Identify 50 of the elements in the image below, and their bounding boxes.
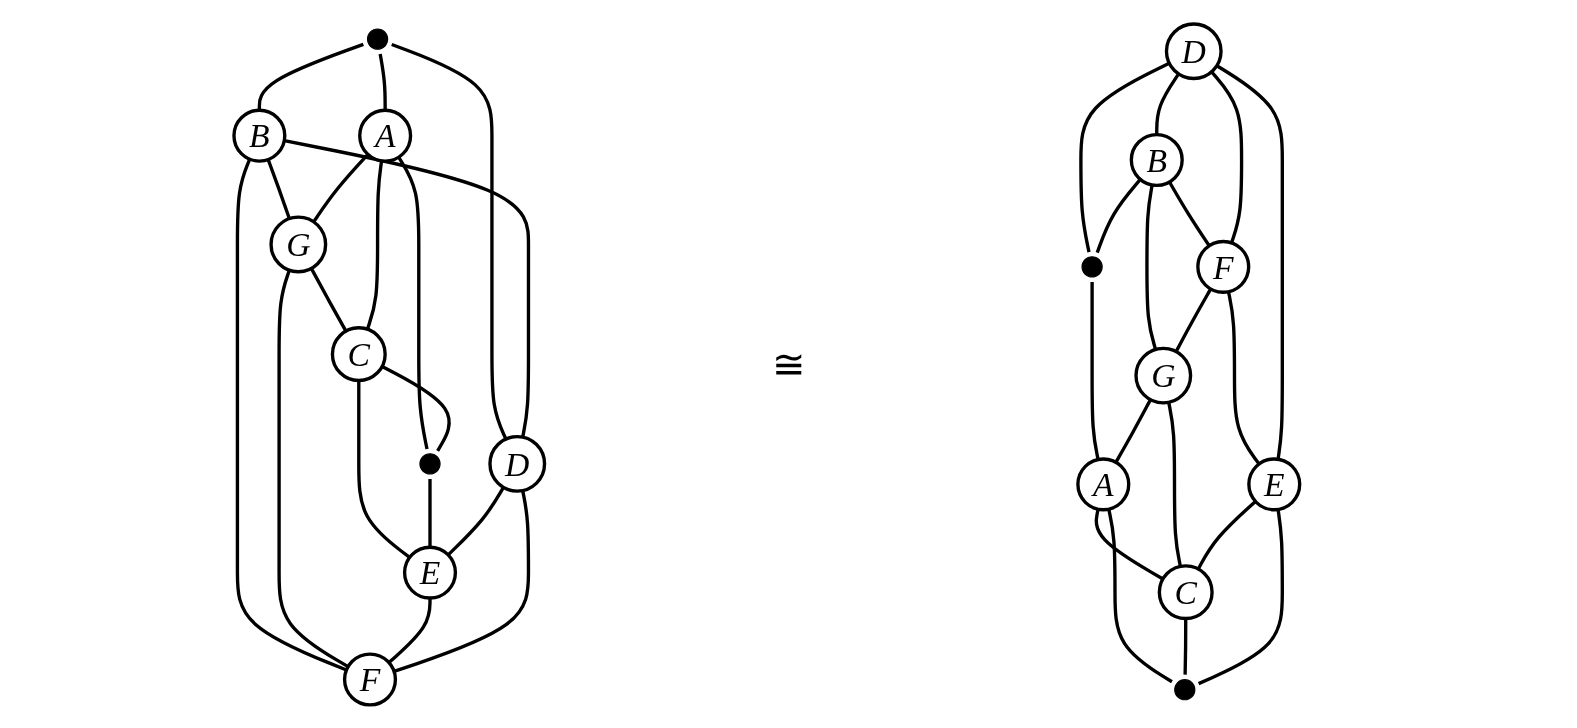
connector [235,158,347,672]
connector [1090,281,1100,460]
junction-dot [418,452,441,475]
vertex-circle: A [1076,456,1131,512]
connector [365,160,383,330]
connector [378,53,387,110]
junction-dot [1174,678,1196,700]
connector [266,158,291,219]
vertex-circle: F [1196,239,1251,294]
connector [356,380,411,559]
connector [1167,180,1211,247]
connector [309,267,347,332]
connector [1174,287,1213,352]
vertex-circle: D [487,434,546,493]
connector [1196,499,1257,570]
connector [1114,398,1152,463]
vertex-circle: C [1157,563,1214,620]
junction-dot [366,28,388,50]
connector [380,364,451,452]
connector [1106,508,1173,683]
vertex-circle: E [1247,456,1302,512]
connector [1154,72,1180,135]
vertex-circle: D [1164,21,1223,80]
vertex-circle: F [342,651,397,707]
connector [311,152,369,223]
connector [257,42,364,110]
connector [1197,508,1284,685]
connector [387,597,432,664]
vertex-circle: B [1129,132,1184,187]
vertex-circle: E [402,545,457,600]
vertex-circle: A [357,108,412,163]
connector [1079,61,1170,252]
connector [276,269,349,668]
connector [1166,401,1182,567]
vertex-circle: G [1134,346,1193,405]
congruence-symbol: ≅ [771,340,806,388]
connector [1145,184,1158,350]
connector [1226,290,1261,465]
connector [396,155,429,449]
vertex-circle: G [268,215,327,273]
junction-dot [1081,255,1103,278]
connector [1095,177,1142,253]
vertex-circle: B [231,108,286,163]
vertex-circle: C [330,325,387,382]
connector [427,478,432,547]
connector [446,486,505,556]
connector [390,42,507,440]
connector [1183,618,1188,675]
connector [1094,508,1164,580]
connector [1210,70,1244,243]
